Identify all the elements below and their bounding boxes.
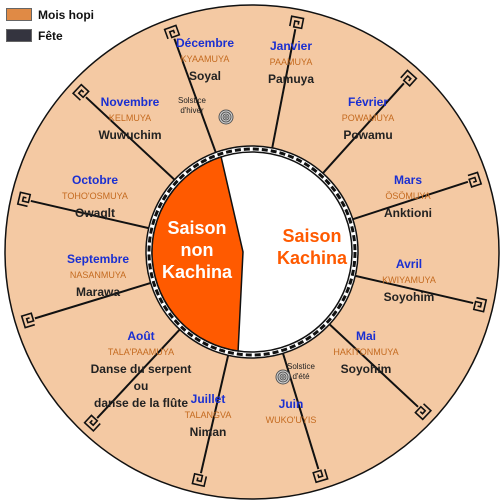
feast-name: Danse du serpent	[91, 362, 192, 376]
summer-solstice-label: d'été	[292, 372, 310, 381]
feast-name: Soyal	[189, 69, 221, 83]
meander-ornament	[20, 312, 35, 329]
month-name: Décembre	[176, 36, 234, 50]
legend-label-hopi-month: Mois hopi	[38, 7, 94, 22]
month-name: Août	[127, 329, 154, 343]
hopi-month-name: WUKO'UYIS	[266, 415, 317, 425]
hopi-month-name: NASANMUYA	[70, 270, 126, 280]
feast-name: Niman	[190, 425, 227, 439]
feast-name: danse de la flûte	[94, 396, 188, 410]
hopi-month-name: KELMUYA	[109, 113, 151, 123]
hopi-month-name: TOHO'OSMUYA	[62, 191, 128, 201]
legend-label-feast: Fête	[38, 28, 63, 43]
month-divider	[328, 322, 419, 408]
month-name: Février	[348, 95, 388, 109]
feast-name: Anktioni	[384, 206, 432, 220]
month-divider	[96, 328, 182, 419]
meander-ornament	[83, 414, 101, 433]
non-kachina-label: Saison	[167, 218, 226, 238]
month-name: Mai	[356, 329, 376, 343]
month-name: Janvier	[270, 39, 312, 53]
month-name: Octobre	[72, 173, 118, 187]
meander-ornament	[16, 191, 32, 208]
meander-ornament	[289, 15, 305, 30]
non-kachina-label: Kachina	[162, 262, 233, 282]
month-name: Juillet	[191, 392, 226, 406]
month-divider	[351, 180, 469, 221]
month-name: Septembre	[67, 252, 129, 266]
feast-name: Owaqlt	[75, 206, 115, 220]
meander-ornament	[414, 403, 433, 421]
kachina-label: Kachina	[277, 248, 348, 268]
legend-item-hopi-month: Mois hopi	[6, 6, 94, 23]
meander-ornament	[400, 69, 418, 87]
winter-solstice-label: Solstice	[178, 96, 207, 105]
month-name: Avril	[396, 257, 422, 271]
month-name: Mars	[394, 173, 422, 187]
month-divider	[271, 28, 297, 150]
feast-name: Marawa	[76, 285, 120, 299]
winter-solstice-label: d'hiver	[180, 106, 204, 115]
meander-ornament	[312, 469, 329, 484]
legend-swatch-hopi-month	[6, 8, 32, 21]
legend-item-feast: Fête	[6, 27, 94, 44]
kachina-label: Saison	[282, 226, 341, 246]
month-divider	[173, 38, 218, 154]
meander-ornament	[191, 472, 208, 488]
hopi-month-name: KYAAMUYA	[181, 54, 230, 64]
month-divider	[321, 82, 405, 175]
hopi-month-name: PAAMUYA	[270, 57, 313, 67]
feast-name: Soyohim	[341, 362, 392, 376]
feast-name: ou	[134, 379, 149, 393]
legend: Mois hopi Fête	[6, 6, 94, 48]
hopi-month-name: POWAMUYA	[342, 113, 395, 123]
meander-ornament	[163, 24, 181, 40]
meander-ornament	[472, 296, 488, 313]
legend-swatch-feast	[6, 29, 32, 42]
meander-ornament	[467, 171, 483, 188]
month-divider	[199, 354, 230, 474]
non-kachina-label: non	[181, 240, 214, 260]
summer-solstice-label: Solstice	[287, 362, 316, 371]
month-divider	[354, 274, 474, 305]
feast-name: Powamu	[343, 128, 392, 142]
hopi-month-name: TALA'PAAMUYA	[108, 347, 174, 357]
month-divider	[281, 352, 320, 470]
hopi-month-name: HAKITONMUYA	[333, 347, 398, 357]
non-kachina-half	[151, 155, 244, 352]
hopi-month-name: TALANGVA	[185, 410, 232, 420]
month-name: Novembre	[101, 95, 160, 109]
inner-rim-dashes	[147, 147, 357, 357]
feast-name: Soyohim	[384, 290, 435, 304]
hopi-month-name: ÖSÖMUYA	[385, 191, 430, 201]
month-name: Juin	[279, 397, 304, 411]
summer-solstice-icon	[275, 369, 291, 385]
feast-name: Pamuya	[268, 72, 314, 86]
month-divider	[85, 96, 176, 182]
meander-ornament	[71, 83, 90, 101]
feast-name: Wuwuchim	[98, 128, 161, 142]
winter-solstice-icon	[218, 109, 234, 125]
hopi-month-name: KWIYAMUYA	[382, 275, 436, 285]
month-divider	[30, 199, 150, 230]
month-divider	[34, 281, 152, 320]
